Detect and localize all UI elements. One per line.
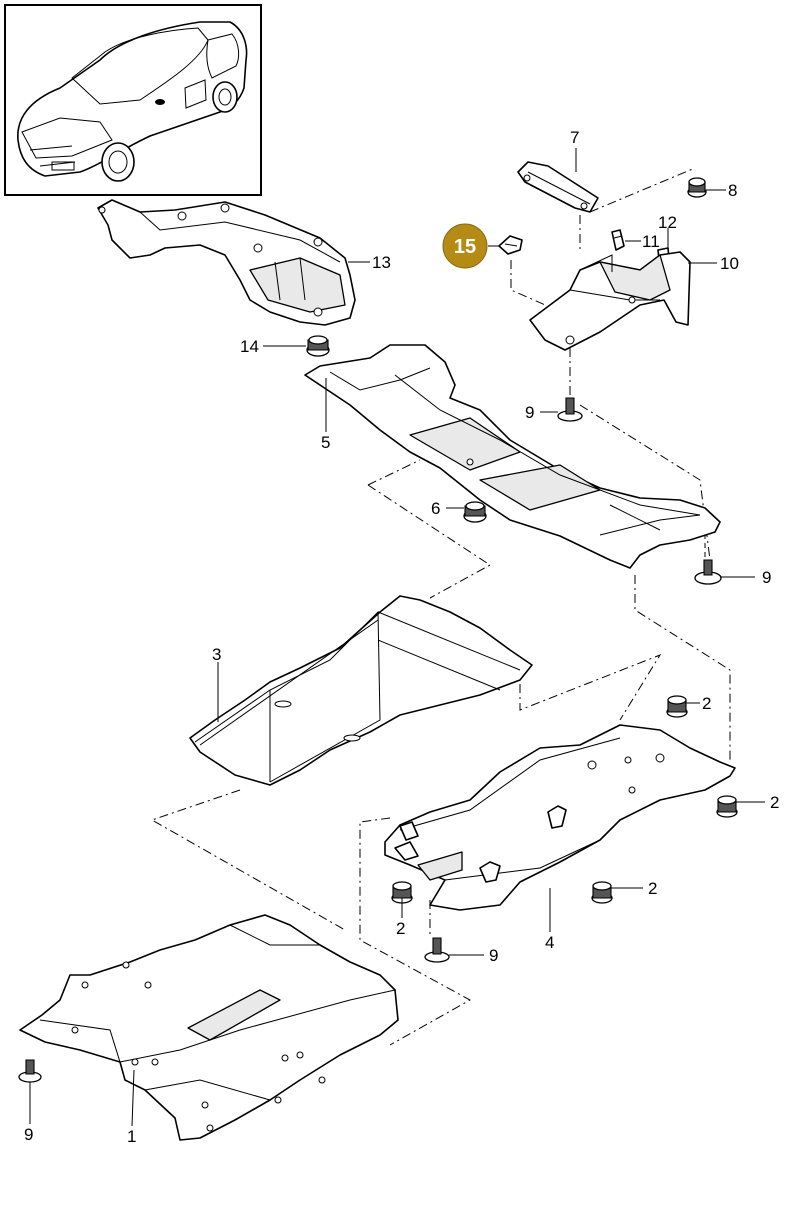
callout-3: 3 [212,645,221,664]
nut-8 [687,177,707,198]
callout-4: 4 [545,933,554,952]
callout-11: 11 [642,232,660,251]
bolt-9-upper [557,397,583,422]
callout-9-middle: 9 [489,946,498,965]
callout-8: 8 [728,181,737,200]
part-1-underbody [19,914,399,1141]
car-illustration [17,21,248,182]
bolt-9-middle [424,937,450,963]
bolt-9-right [694,559,722,585]
part-5-cross-member [304,344,721,569]
part-7-bracket [517,161,599,213]
bolt-9-lower [18,1059,42,1083]
callout-1: 1 [127,1127,136,1146]
part-4-panel [384,724,736,911]
vehicle-locator-inset [4,4,262,196]
callout-2-right: 2 [770,793,779,812]
callout-14: 14 [240,337,259,356]
nut-2-right [716,795,738,818]
callout-7: 7 [570,128,579,147]
callout-9-lower: 9 [24,1125,33,1144]
callout-13: 13 [372,253,391,272]
callout-5: 5 [321,433,330,452]
badge-15[interactable]: 15 [442,223,488,269]
part-15-clip [498,235,523,255]
callout-12: 12 [658,213,677,232]
callout-2-bottom-right: 2 [648,879,657,898]
nut-2-bottom-right [591,881,613,904]
callout-2-top: 2 [702,694,711,713]
badge-15-label: 15 [454,236,476,258]
callout-10: 10 [720,254,739,273]
callout-9-upper: 9 [525,403,534,422]
part-10-deflector [529,251,691,351]
part-13-shield [97,199,356,326]
part-3-panel [189,595,533,786]
callout-labels: 7 8 12 11 10 13 14 9 5 6 9 3 2 2 2 4 2 9… [24,128,779,1146]
callout-6: 6 [431,499,440,518]
callout-9-right: 9 [762,568,771,587]
badge-15-circle [442,223,488,269]
nut-6 [463,501,487,523]
part-11-clip [611,229,625,251]
nut-14 [306,335,330,357]
nut-2-top [666,695,688,718]
callout-2-left: 2 [396,919,405,938]
leader-lines [29,148,765,1127]
